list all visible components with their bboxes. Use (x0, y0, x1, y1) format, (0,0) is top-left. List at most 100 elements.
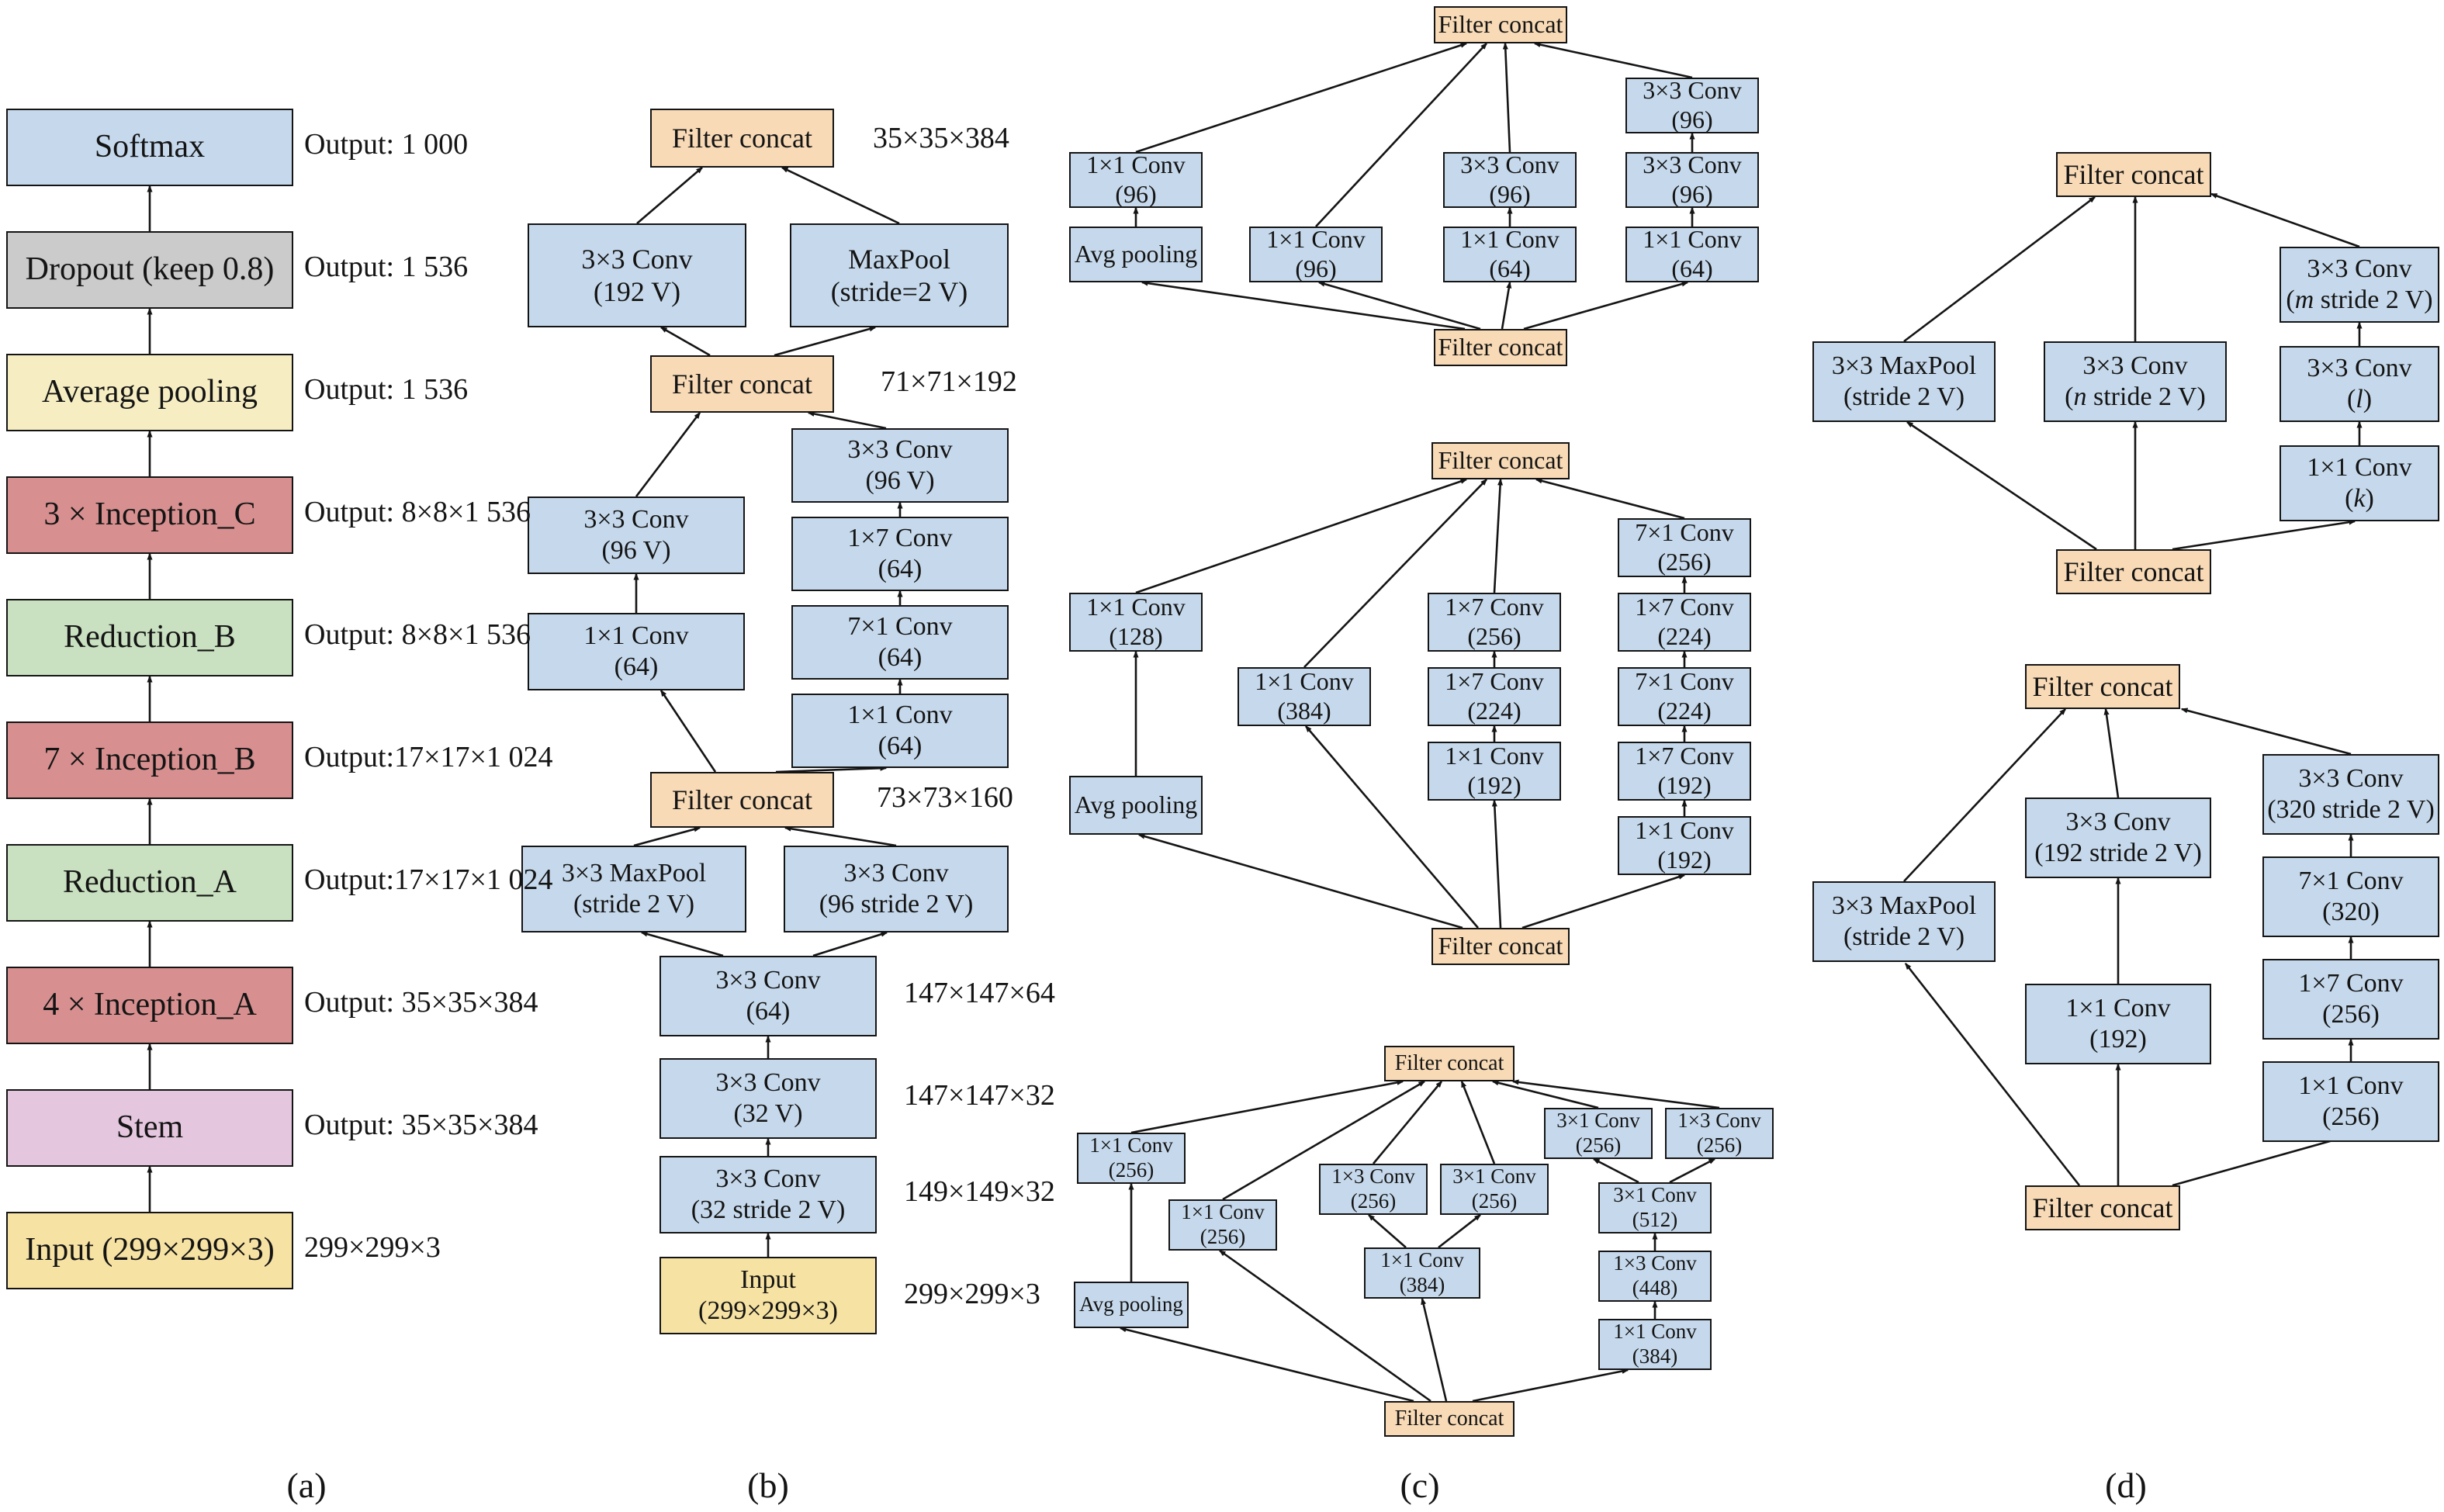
c1-avg-pooling: Avg pooling (1069, 227, 1203, 282)
flow-arrow (807, 411, 887, 430)
panel-caption-d: (d) (2105, 1465, 2147, 1505)
a-average-pooling-label: Average pooling (42, 374, 258, 410)
c1-conv-3x3-96-mid: 3×3 Conv(96) (1443, 151, 1577, 208)
c3-conv-1x3-256-right-label: 1×3 Conv (1677, 1109, 1761, 1133)
flow-arrow (1521, 874, 1686, 929)
b-conv-32-stride2-label: (32 stride 2 V) (691, 1195, 846, 1224)
flow-arrow (1493, 478, 1504, 593)
b-dim-1: 35×35×384 (873, 122, 1009, 154)
a-output-input: 299×299×3 (304, 1231, 441, 1264)
b-conv-1x7-64-label: 1×7 Conv (847, 523, 953, 552)
d2-filter-concat-bottom: Filter concat (2025, 1185, 2180, 1230)
c3-conv-1x1-256-left-label: 1×1 Conv (1089, 1133, 1173, 1157)
d1-conv-l: 3×3 Conv(l) (2280, 346, 2439, 422)
c1-avg-pooling-label: Avg pooling (1074, 240, 1198, 268)
b-dim-3: 73×73×160 (877, 781, 1013, 814)
flow-arrow (775, 765, 888, 773)
d1-conv-k-label: (k) (2345, 484, 2374, 513)
b-conv-32v-label: 3×3 Conv (715, 1067, 821, 1097)
d2-conv-192-stride2-label: (192 stride 2 V) (2034, 839, 2202, 867)
c1-filter-concat-bottom: Filter concat (1434, 329, 1567, 366)
flow-arrow (1141, 280, 1466, 330)
c2-conv-1x7-256-label: (256) (1467, 622, 1521, 650)
c2-conv-1x1-192-mid: 1×1 Conv(192) (1428, 742, 1561, 801)
panel-caption-a: (a) (286, 1465, 327, 1505)
a-stem-label: Stem (116, 1109, 184, 1146)
b-conv-96-stride2-label: 3×3 Conv (843, 858, 949, 887)
a-inception-b: 7 × Inception_B (6, 721, 293, 799)
flow-arrow (1137, 833, 1463, 929)
b-conv-96v-left-label: 3×3 Conv (583, 504, 689, 534)
a-reduction-a-label: Reduction_A (63, 864, 237, 901)
flow-arrow (659, 326, 711, 357)
d2-conv-1x1-256-label: (256) (2322, 1102, 2380, 1131)
c1-filter-concat-top: Filter concat (1434, 6, 1567, 43)
a-output-reduction-a: Output:17×17×1 024 (304, 863, 553, 896)
c2-avg-pooling: Avg pooling (1069, 776, 1203, 835)
flow-arrow (1222, 1080, 1426, 1201)
b-conv-32v: 3×3 Conv(32 V) (659, 1058, 877, 1139)
c2-conv-1x7-256: 1×7 Conv(256) (1428, 593, 1561, 652)
c3-conv-1x1-256-label: 1×1 Conv (1181, 1200, 1265, 1224)
b-conv-1x1-64-left-label: 1×1 Conv (583, 621, 689, 650)
flow-arrow (1218, 1249, 1431, 1403)
d2-conv-320-stride2-label: 3×3 Conv (2298, 763, 2404, 793)
flow-arrow (1438, 1213, 1482, 1249)
c2-conv-1x1-384-label: (384) (1277, 697, 1331, 725)
b-conv-32-stride2: 3×3 Conv(32 stride 2 V) (659, 1156, 877, 1233)
flow-arrow (1592, 1157, 1639, 1184)
d2-conv-7x1-320-label: (320) (2322, 898, 2380, 926)
b-conv-96v-left-label: (96 V) (601, 536, 671, 565)
c2-conv-1x1-192-right-label: (192) (1657, 846, 1712, 874)
a-output-inception-a: Output: 35×35×384 (304, 986, 538, 1019)
c2-conv-1x7-224-right-label: (224) (1657, 622, 1712, 650)
c2-conv-1x1-128-label: (128) (1109, 622, 1163, 650)
a-softmax: Softmax (6, 109, 293, 186)
c3-conv-1x1-384-right-label: 1×1 Conv (1613, 1320, 1697, 1344)
b-conv-1x1-64-left: 1×1 Conv(64) (528, 613, 745, 690)
b-maxpool-s2-label: (stride=2 V) (830, 276, 968, 307)
a-reduction-b: Reduction_B (6, 599, 293, 676)
c2-conv-1x7-224-right: 1×7 Conv(224) (1618, 593, 1751, 652)
c2-conv-1x7-256-label: 1×7 Conv (1445, 593, 1544, 621)
a-reduction-a: Reduction_A (6, 844, 293, 922)
c3-conv-1x1-384-right-label: (384) (1632, 1344, 1678, 1368)
b-conv-1x7-64: 1×7 Conv(64) (791, 517, 1009, 591)
c1-conv-1x1-64-mid-label: (64) (1489, 254, 1531, 282)
c1-conv-3x3-96-mid-label: (96) (1489, 180, 1531, 208)
c3-conv-1x3-256-right: 1×3 Conv(256) (1665, 1108, 1774, 1159)
a-dropout-label: Dropout (keep 0.8) (25, 251, 275, 288)
b-conv-96v-right-label: 3×3 Conv (847, 434, 953, 464)
a-inception-c: 3 × Inception_C (6, 476, 293, 554)
b-maxpool-s2: MaxPool(stride=2 V) (790, 223, 1009, 327)
d2-conv-1x1-192-label: 1×1 Conv (2065, 993, 2171, 1022)
c3-conv-3x1-256-mid-label: (256) (1471, 1189, 1518, 1213)
c1-conv-1x1-96: 1×1 Conv(96) (1249, 225, 1383, 282)
b-conv-7x1-64-label: (64) (878, 643, 923, 672)
d1-conv-l-label: 3×3 Conv (2307, 353, 2412, 382)
b-input: Input(299×299×3) (659, 1257, 877, 1334)
b-conv-32-stride2-label: 3×3 Conv (715, 1164, 821, 1193)
d1-conv-k-label: 1×1 Conv (2307, 452, 2412, 482)
flow-arrow (640, 931, 724, 957)
b-dim-7: 299×299×3 (904, 1278, 1040, 1310)
c3-conv-3x1-256-right: 3×1 Conv(256) (1544, 1108, 1653, 1159)
c3-conv-1x3-256-mid: 1×3 Conv(256) (1319, 1164, 1428, 1215)
flow-arrow (1130, 1079, 1404, 1134)
c2-filter-concat-top-label: Filter concat (1438, 446, 1563, 475)
c3-conv-1x1-256-left: 1×1 Conv(256) (1077, 1133, 1186, 1184)
b-dim-2: 71×71×192 (881, 365, 1017, 398)
c2-conv-7x1-256-label: 7×1 Conv (1635, 518, 1734, 547)
d1-conv-m-stride2-label: (m stride 2 V) (2286, 285, 2433, 314)
flow-arrow (1533, 42, 1693, 79)
flow-arrow (1903, 708, 2067, 882)
c1-conv-1x1-64-right-label: (64) (1671, 254, 1713, 282)
c1-conv-1x1-64-mid-label: 1×1 Conv (1460, 225, 1560, 254)
c1-conv-1x1-64-right-label: 1×1 Conv (1643, 225, 1742, 254)
c2-filter-concat-bottom-label: Filter concat (1438, 932, 1563, 960)
b-maxpool-s2-label: MaxPool (847, 243, 950, 275)
c2-conv-7x1-224-label: (224) (1657, 697, 1712, 725)
b-conv-192v-label: 3×3 Conv (581, 243, 693, 275)
c3-filter-concat-top-label: Filter concat (1394, 1051, 1504, 1076)
